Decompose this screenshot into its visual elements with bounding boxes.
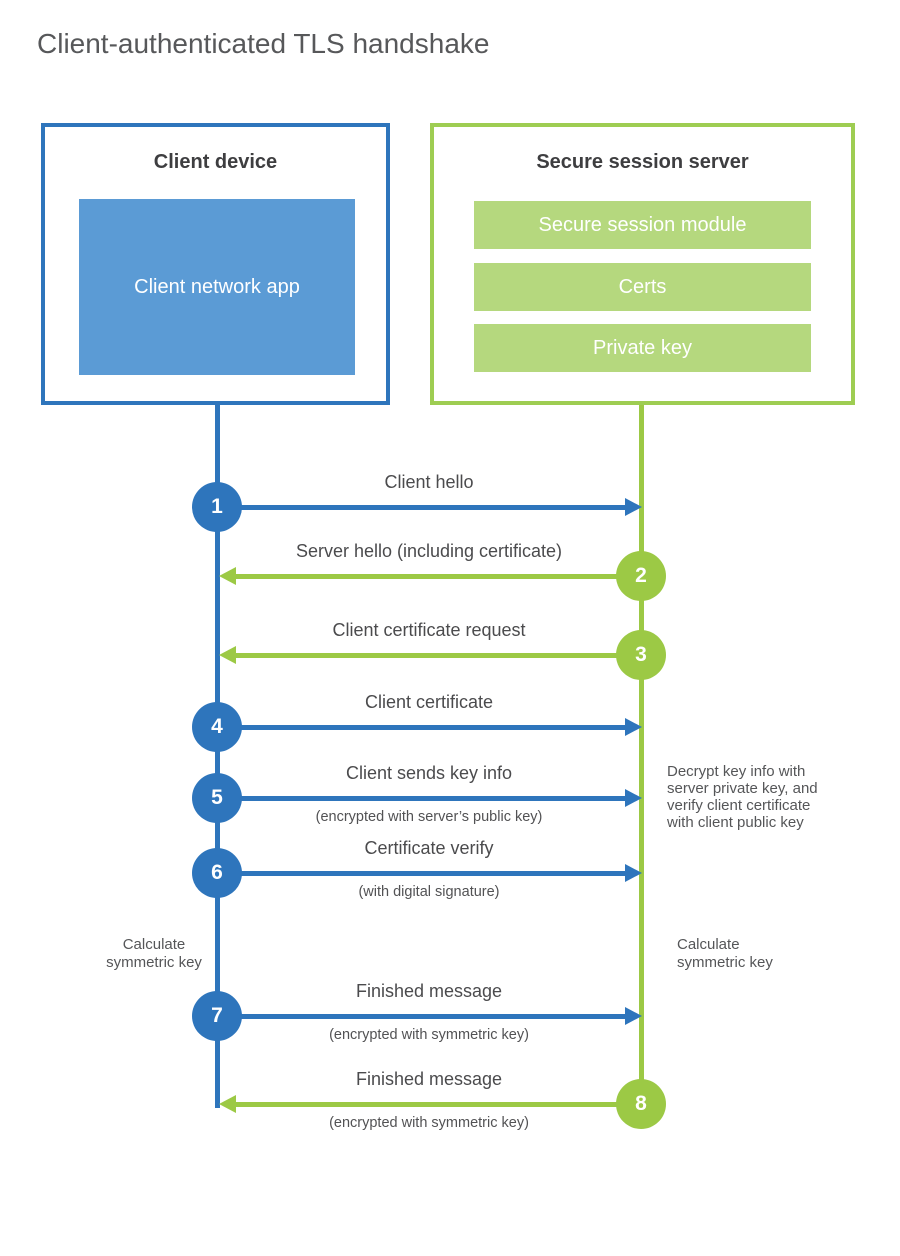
arrow-line [233, 573, 641, 579]
server-lifeline [639, 405, 644, 1108]
step-number-badge: 8 [616, 1079, 666, 1129]
step-sublabel: (with digital signature) [358, 884, 500, 900]
arrow-right-icon [625, 1007, 642, 1025]
step-number-badge: 7 [192, 991, 242, 1041]
arrow-right-icon [625, 718, 642, 736]
step-label: Finished message [355, 1069, 503, 1089]
client-device-title: Client device [153, 151, 278, 173]
server-module-secure-session-module: Secure session module [474, 201, 811, 249]
server-module-certs: Certs [474, 263, 811, 311]
step-label: Client certificate [364, 692, 494, 712]
step-label: Finished message [355, 981, 503, 1001]
arrow-line [217, 795, 627, 801]
client-device-box: Client device Client network app [41, 123, 390, 405]
arrow-line [233, 1101, 641, 1107]
server-module-private-key: Private key [474, 324, 811, 372]
arrow-line [233, 652, 641, 658]
step-label: Server hello (including certificate) [295, 541, 563, 561]
client-network-app-label: Client network app [134, 275, 300, 298]
step-label: Client certificate request [332, 620, 526, 640]
client-network-app-box: Client network app [79, 199, 355, 375]
arrow-line [217, 504, 627, 510]
step-label: Client hello [384, 472, 474, 492]
step-sublabel: (encrypted with symmetric key) [329, 1027, 529, 1043]
arrow-right-icon [625, 789, 642, 807]
arrow-line [217, 1013, 627, 1019]
step-number-badge: 6 [192, 848, 242, 898]
step-number-badge: 2 [616, 551, 666, 601]
arrow-right-icon [625, 864, 642, 882]
arrow-right-icon [625, 498, 642, 516]
client-lifeline [215, 405, 220, 1108]
step-label: Client sends key info [345, 763, 513, 783]
client-calculate-symmetric-key-note: Calculate symmetric key [106, 936, 202, 971]
step-number-badge: 5 [192, 773, 242, 823]
arrow-left-icon [219, 567, 236, 585]
secure-session-server-title: Secure session server [536, 151, 749, 173]
step-sublabel: (encrypted with server’s public key) [315, 809, 543, 825]
step-number-badge: 3 [616, 630, 666, 680]
arrow-left-icon [219, 1095, 236, 1113]
page-title: Client-authenticated TLS handshake [37, 28, 490, 59]
secure-session-server-box: Secure session server Secure session mod… [430, 123, 855, 405]
arrow-line [217, 870, 627, 876]
step-sublabel: (encrypted with symmetric key) [329, 1115, 529, 1131]
server-decrypt-note: Decrypt key info with server private key… [667, 763, 818, 831]
step-number-badge: 4 [192, 702, 242, 752]
step-label: Certificate verify [364, 838, 494, 858]
step-number-badge: 1 [192, 482, 242, 532]
arrow-left-icon [219, 646, 236, 664]
arrow-line [217, 724, 627, 730]
server-calculate-symmetric-key-note: Calculate symmetric key [677, 936, 773, 971]
